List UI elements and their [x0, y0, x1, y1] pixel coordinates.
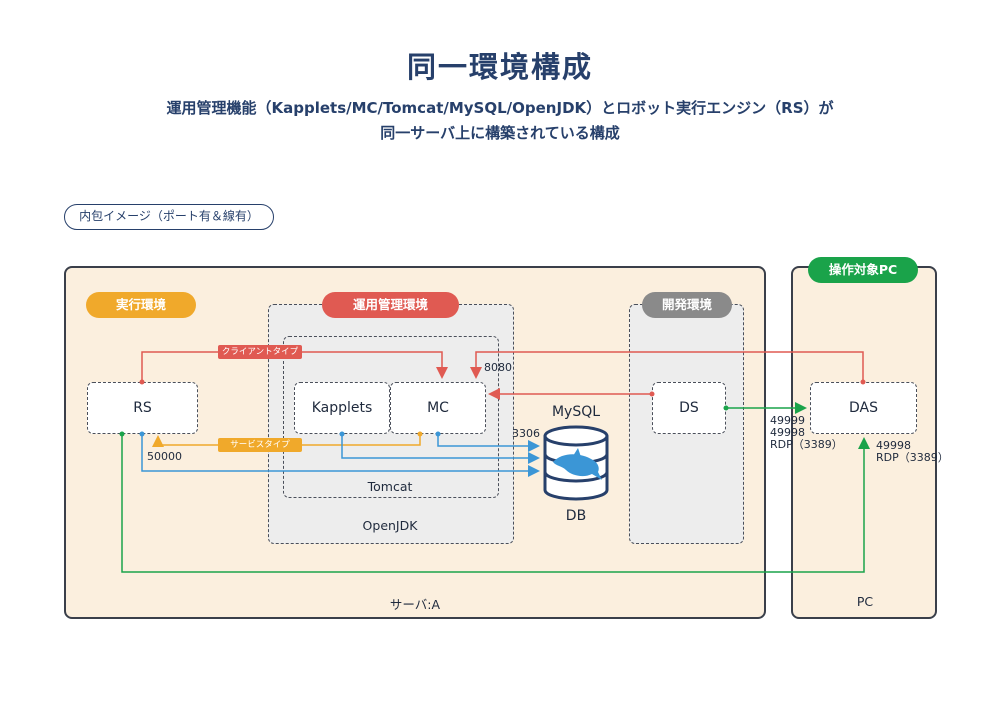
- client-type-tag: クライアントタイプ: [218, 345, 302, 359]
- ops-env-badge: 運用管理環境: [322, 292, 459, 318]
- page-subtitle: 運用管理機能（Kapplets/MC/Tomcat/MySQL/OpenJDK）…: [0, 96, 1000, 146]
- subtitle-line-2: 同一サーバ上に構築されている構成: [380, 124, 620, 142]
- rs-das-ports: 49998 RDP（3389）: [876, 440, 949, 464]
- kapplets-db-line: [341, 434, 540, 464]
- mysql-label: MySQL: [551, 404, 601, 420]
- image-badge: 内包イメージ（ポート有＆線有）: [64, 204, 274, 230]
- rs-das-port-2: RDP（3389）: [876, 451, 949, 464]
- kapplets-label: Kapplets: [311, 400, 373, 416]
- ds-das-port-1: 49999: [770, 414, 805, 427]
- rs-label: RS: [133, 400, 152, 416]
- mc-db-line: [437, 434, 540, 452]
- rs-das-port-1: 49998: [876, 439, 911, 452]
- rs-db-line: [141, 434, 540, 477]
- mc-label: MC: [427, 400, 449, 416]
- server-label: サーバ:A: [389, 597, 441, 612]
- page-title: 同一環境構成: [406, 50, 593, 84]
- database-icon: [543, 425, 609, 501]
- db-label: DB: [565, 508, 587, 524]
- pc-badge: 操作対象PC: [808, 257, 918, 283]
- exec-env-badge: 実行環境: [86, 292, 196, 318]
- ds-das-ports: 49999 49998 RDP（3389）: [770, 415, 843, 451]
- port-3306: 3306: [512, 427, 540, 440]
- das-label: DAS: [849, 400, 878, 416]
- ds-label: DS: [679, 400, 699, 416]
- ds-das-port-2: 49998: [770, 426, 805, 439]
- port-50000: 50000: [147, 450, 182, 463]
- das-mc-line: [470, 351, 864, 382]
- pc-label: PC: [856, 594, 874, 609]
- tomcat-label: Tomcat: [367, 479, 413, 494]
- mc-node: MC: [390, 382, 486, 434]
- openjdk-label: OpenJDK: [362, 518, 418, 533]
- service-type-tag: サービスタイプ: [218, 438, 302, 452]
- port-8080: 8080: [484, 361, 512, 374]
- subtitle-line-1: 運用管理機能（Kapplets/MC/Tomcat/MySQL/OpenJDK）…: [166, 99, 834, 117]
- ds-das-port-3: RDP（3389）: [770, 438, 843, 451]
- tomcat-group: [283, 336, 499, 498]
- kapplets-node: Kapplets: [294, 382, 390, 434]
- ds-node: DS: [652, 382, 726, 434]
- rs-das-line: [121, 434, 870, 573]
- dev-env-badge: 開発環境: [642, 292, 732, 318]
